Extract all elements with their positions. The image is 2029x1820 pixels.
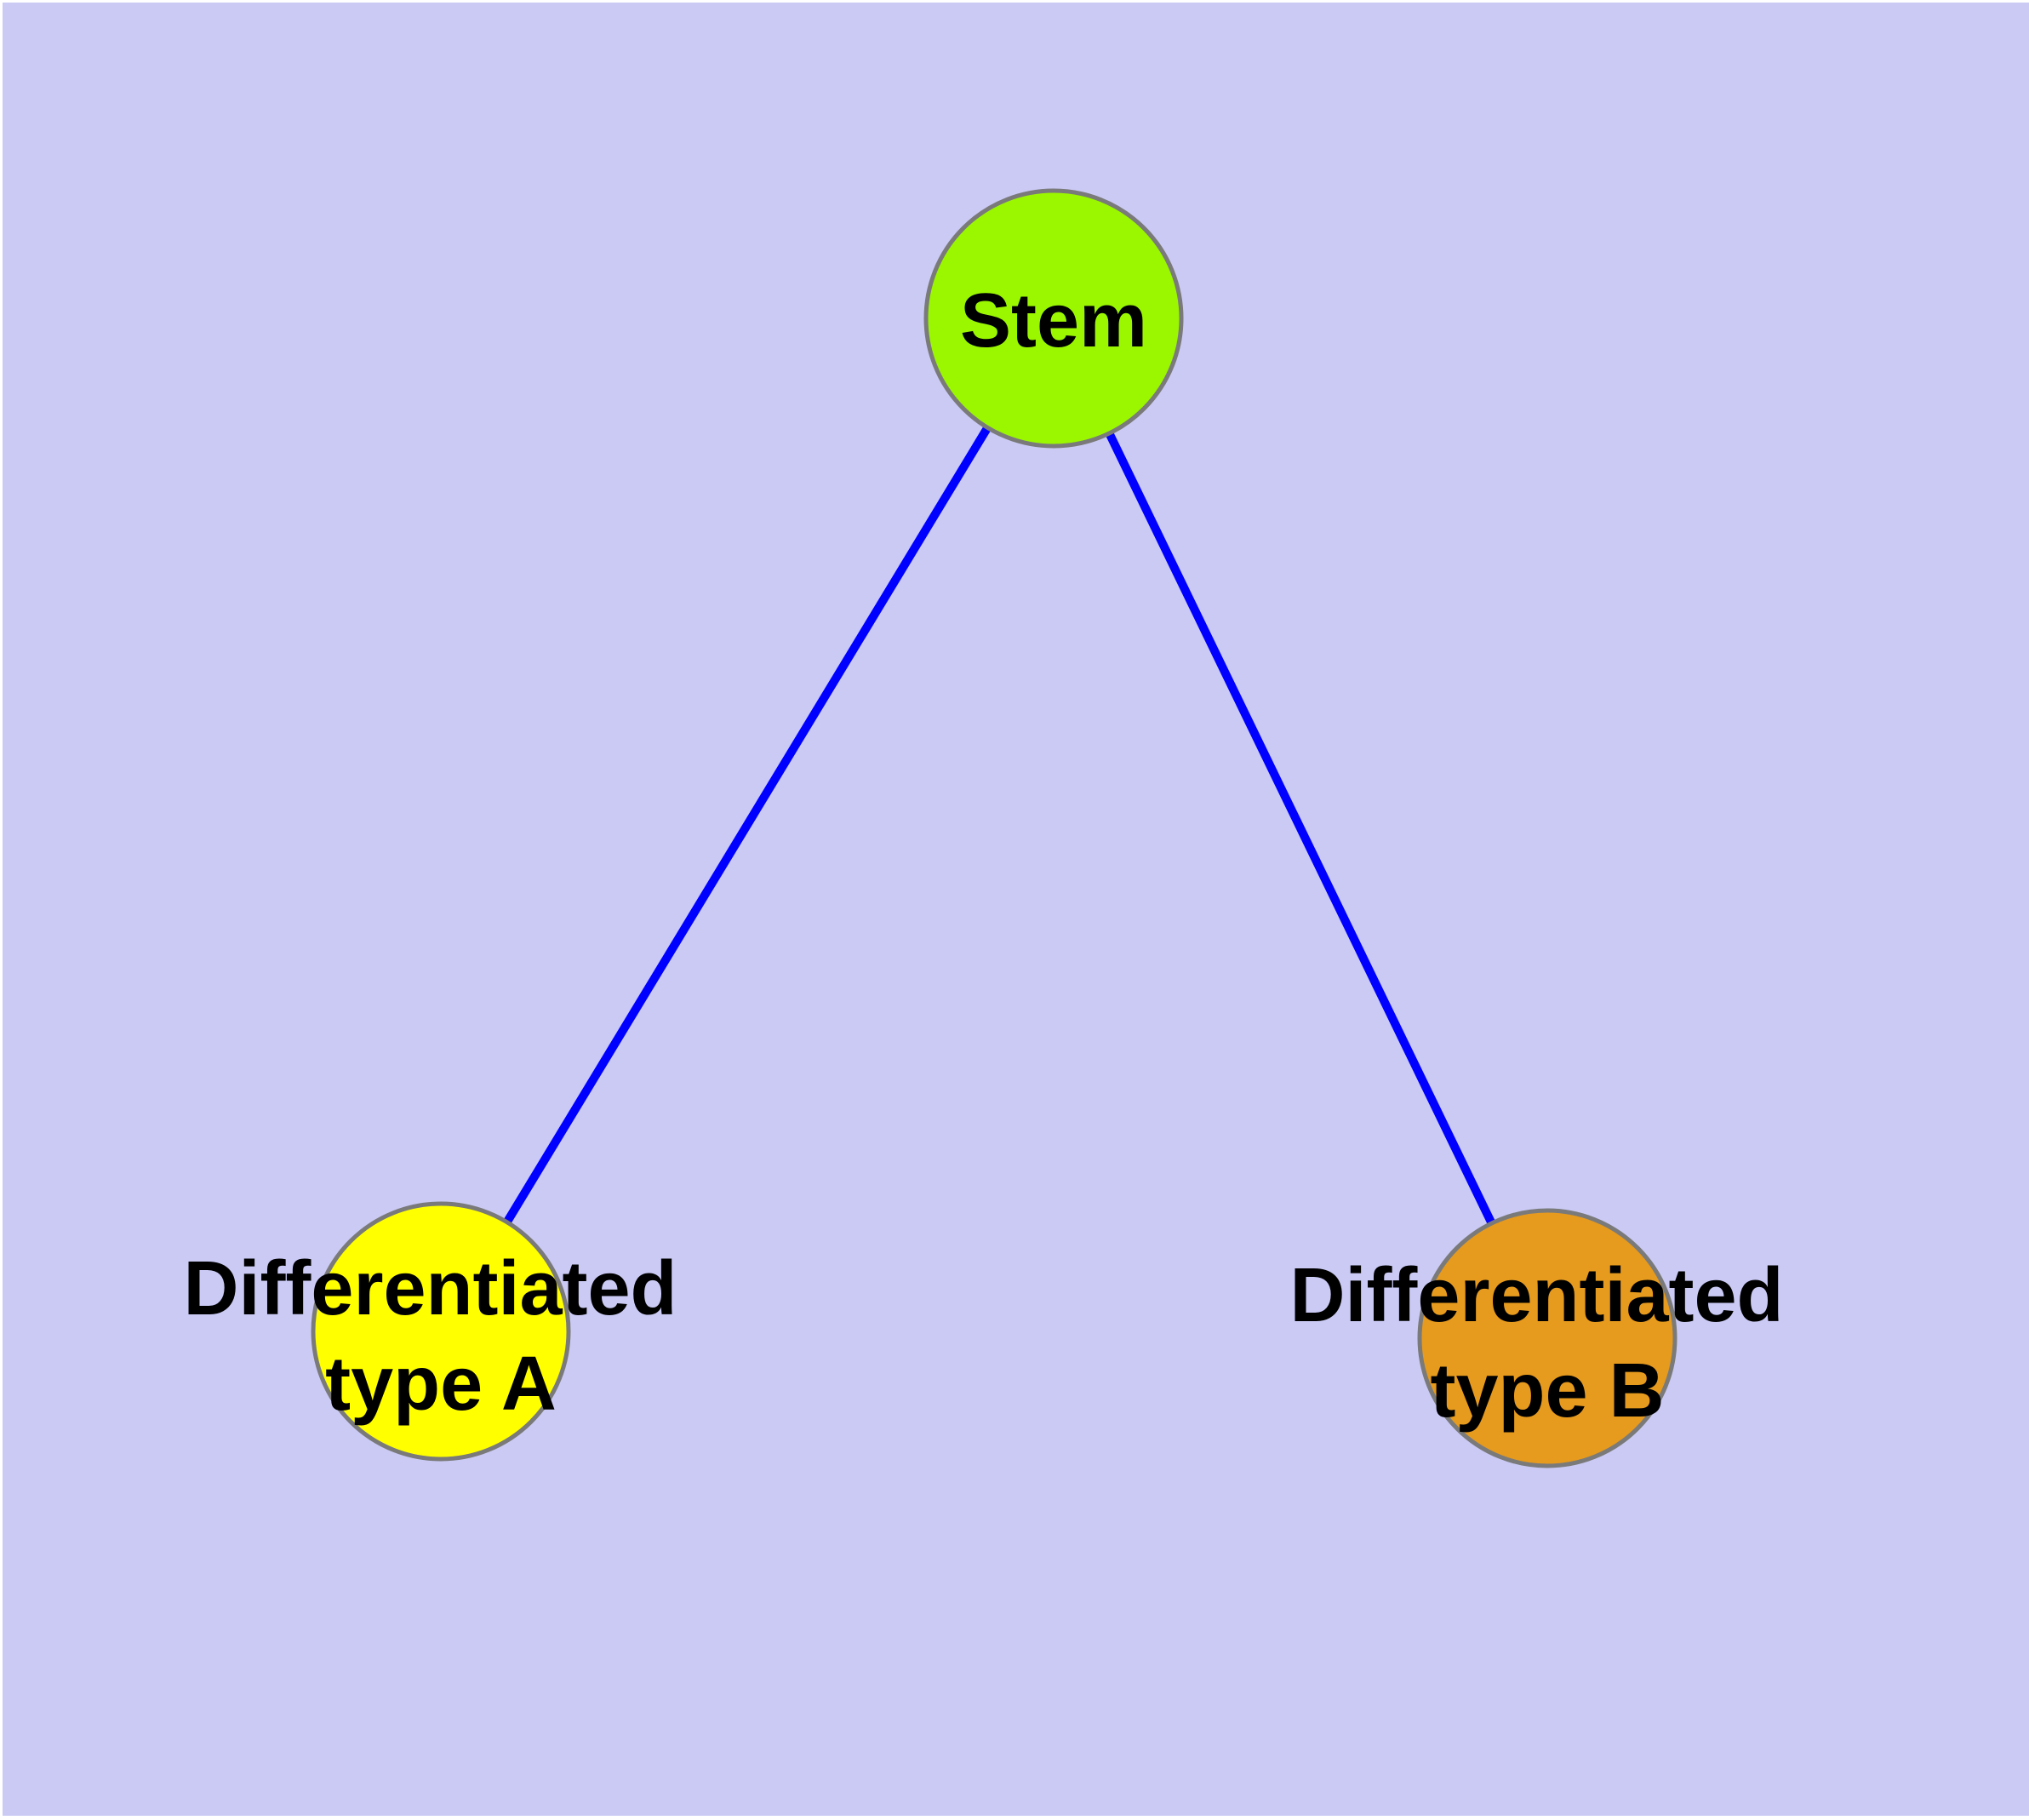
node-type-b-label: Differentiated type B	[1289, 1253, 1804, 1434]
node-type-a-label-line1: Differentiated	[183, 1246, 677, 1331]
edge-stem-to-type-a	[437, 316, 1058, 1334]
node-type-b-circle	[1417, 1208, 1677, 1468]
node-stem-label: Stem	[960, 278, 1147, 363]
edge-stem-to-type-b	[1049, 316, 1552, 1341]
node-type-a-label: Differentiated type A	[183, 1246, 698, 1427]
node-stem-circle	[923, 188, 1184, 449]
node-type-b-label-line1: Differentiated	[1289, 1253, 1783, 1338]
node-type-a-circle	[311, 1201, 571, 1462]
node-type-a-label-line2: type A	[325, 1342, 557, 1427]
node-type-b-label-line2: type B	[1430, 1348, 1664, 1434]
